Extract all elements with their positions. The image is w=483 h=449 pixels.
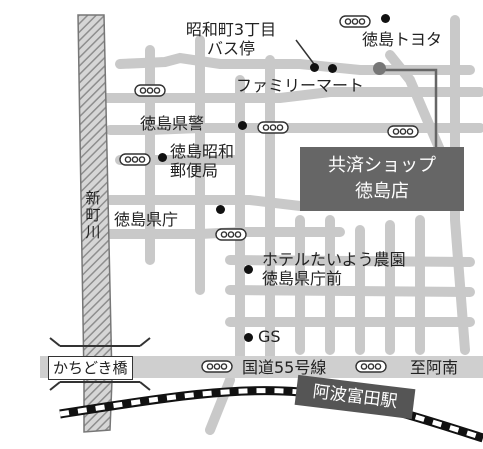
map-dot-icon [158, 153, 167, 162]
store-callout-box: 共済ショップ 徳島店 [300, 147, 464, 211]
store-leader-line [384, 68, 438, 148]
label-tokushima-pref-office: 徳島県庁 [114, 210, 179, 229]
label-tokushima-police: 徳島県警 [140, 114, 205, 133]
bus-stop-icons [119, 15, 419, 373]
label-route55: 国道55号線 [242, 358, 327, 377]
railway [59, 386, 483, 443]
label-showa-post-office: 徳島昭和 郵便局 [170, 142, 235, 180]
bridge-icon [49, 337, 151, 391]
label-gs: GS [258, 327, 281, 346]
bus-stop-icon [387, 125, 419, 138]
bus-stop-icon [134, 84, 166, 97]
bus-stop-icon [119, 153, 151, 166]
map-dot-icon [238, 121, 247, 130]
map-dot-icon [244, 333, 253, 342]
map-dot-icon [244, 265, 253, 274]
river-area [77, 14, 113, 433]
bus-stop-icon [339, 15, 371, 28]
label-tokushima-toyota: 徳島トヨタ [362, 30, 443, 49]
label-shinmachi-river: 新町川 [85, 189, 101, 241]
bus-stop-leader-line [295, 39, 315, 65]
map-dot-icon [216, 205, 225, 214]
map-dot-icon [310, 63, 319, 72]
bus-stop-icon [355, 360, 387, 373]
label-hotel-taiyo: ホテルたいよう農園 徳島県庁前 [262, 250, 406, 288]
label-showa-bus-stop: 昭和町3丁目 バス停 [185, 20, 277, 58]
bus-stop-icon [257, 121, 289, 134]
label-family-mart: ファミリーマート [236, 76, 365, 95]
label-to-anan: 至阿南 [410, 358, 459, 377]
map-dot-icon [328, 64, 337, 73]
bus-stop-icon [215, 228, 247, 241]
map-dot-icon [381, 14, 390, 23]
store-marker-icon [373, 62, 386, 75]
label-kachidoki-bridge: かちどき橋 [48, 356, 133, 380]
bus-stop-icon [201, 360, 233, 373]
store-name: 共済ショップ 徳島店 [328, 155, 436, 202]
